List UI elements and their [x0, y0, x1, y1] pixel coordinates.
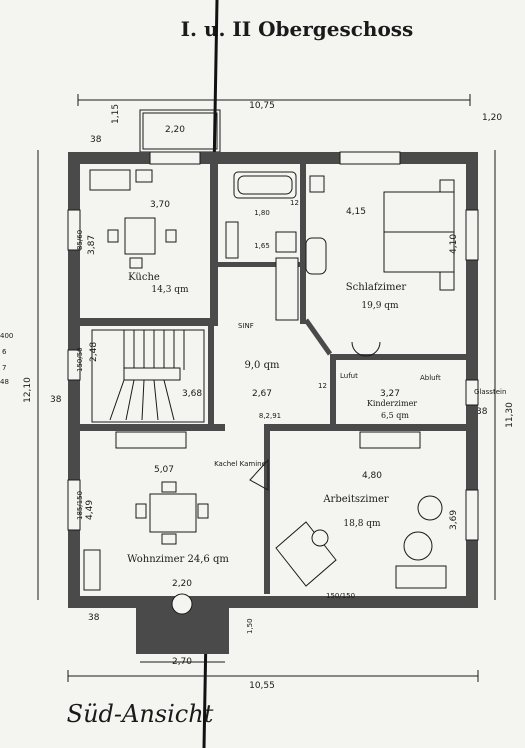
room-flur: SINF 9,0 qm 2,67 12 8,2,91 — [238, 322, 327, 420]
bottom-dimensions: 10,55 2,70 38 1,50 — [67, 613, 479, 691]
kinder-name: Kinderzimer — [367, 399, 417, 408]
glasstein-label: Glasstein — [474, 388, 506, 396]
stairs-door: 150/50 — [76, 347, 84, 372]
flur-label: SINF — [238, 322, 254, 330]
kueche-height: 3,87 — [87, 235, 97, 255]
dim-total-top: 10,75 — [249, 101, 275, 111]
balcony-top: 2,20 — [139, 109, 221, 153]
dim-bottom-total: 10,55 — [249, 681, 275, 691]
top-dimension: 10,75 38 1,15 1,20 — [77, 94, 502, 145]
kueche-door: 85/60 — [76, 230, 84, 250]
dim-edge-48: 48 — [0, 378, 9, 386]
arbeit-area: 18,8 qm — [343, 519, 381, 529]
arbeit-name: Arbeitszimer — [322, 494, 389, 505]
room-kinderzimmer: Lufut Abluft 3,27 Kinderzimer 6,5 qm Gla… — [340, 372, 506, 420]
kinder-area: 6,5 qm — [381, 411, 409, 420]
kueche-width: 3,70 — [150, 200, 170, 210]
dim-right-38: 38 — [476, 407, 488, 417]
bay-window: 2,20 — [136, 579, 229, 654]
flur-dim2: 12 — [318, 382, 327, 390]
dim-edge-7: 7 — [2, 364, 6, 372]
room-wohnzimmer: 5,07 Wohnzimer 24,6 qm 4,49 185/150 Kach… — [76, 431, 269, 591]
flur-area: 9,0 qm — [245, 360, 280, 371]
wohn-width: 5,07 — [154, 465, 174, 475]
dim-left-height: 12,10 — [23, 377, 33, 403]
dim-bottom-38: 38 — [88, 613, 100, 623]
schlaf-width: 4,15 — [346, 207, 366, 217]
bad-dim1: 1,80 — [254, 209, 270, 217]
schlaf-area: 19,9 qm — [361, 301, 399, 311]
schlaf-height: 4,10 — [449, 234, 459, 254]
kinder-abluft: Abluft — [420, 374, 441, 382]
wohn-height: 4,49 — [85, 500, 95, 520]
footer-label: Süd-Ansicht — [67, 700, 214, 728]
wohn-name-area: Wohnzimer 24,6 qm — [127, 554, 229, 565]
interior-walls — [80, 164, 466, 594]
flur-dim: 2,67 — [252, 389, 272, 399]
dim-bay-inner: 2,20 — [172, 579, 192, 589]
windows — [67, 151, 479, 541]
dim-38-top: 38 — [90, 135, 102, 145]
room-arbeitszimmer: 4,80 Arbeitszimer 18,8 qm 3,69 150/150 — [275, 431, 459, 600]
stairs-dim2: 3,68 — [182, 389, 202, 399]
arbeit-height: 3,69 — [449, 510, 459, 530]
schlaf-name: Schlafzimer — [346, 282, 407, 293]
dim-115: 1,15 — [111, 104, 121, 124]
dim-120-top: 1,20 — [482, 113, 502, 123]
dim-bottom-150: 1,50 — [246, 618, 254, 634]
room-kueche: 3,70 Küche 14,3 qm 3,87 85/60 — [76, 169, 189, 295]
stairs-dim1: 2,48 — [89, 342, 99, 362]
dim-bay-bottom: 2,70 — [172, 657, 192, 667]
kinder-luft: Lufut — [340, 372, 358, 380]
kamin-label: Kachel Kamine — [214, 460, 266, 468]
bad-dim3: 12 — [290, 199, 299, 207]
room-bad: 1,80 1,65 12 — [225, 171, 327, 321]
plan-title: I. u. II Obergeschoss — [181, 17, 414, 41]
room-schlafzimmer: 4,15 Schlafzimer 19,9 qm 4,10 — [346, 179, 459, 357]
kueche-area: 14,3 qm — [151, 285, 189, 295]
stairs: 2,48 3,68 150/50 — [76, 329, 205, 423]
kueche-name: Küche — [128, 272, 160, 283]
dim-balcony: 2,20 — [165, 125, 185, 135]
wohn-window: 185/150 — [76, 491, 84, 520]
arbeit-window: 150/150 — [326, 592, 355, 600]
side-dimensions: 12,10 11,30 38 38 400 6 7 48 — [0, 150, 515, 600]
arbeit-width: 4,80 — [362, 471, 382, 481]
bad-dim2: 1,65 — [254, 242, 270, 250]
dim-edge-6: 6 — [2, 348, 7, 356]
dim-left-38: 38 — [50, 395, 62, 405]
dim-right-height: 11,30 — [505, 402, 515, 428]
kinder-width: 3,27 — [380, 389, 400, 399]
dim-edge-400: 400 — [0, 332, 13, 340]
flur-bottom: 8,2,91 — [259, 412, 281, 420]
